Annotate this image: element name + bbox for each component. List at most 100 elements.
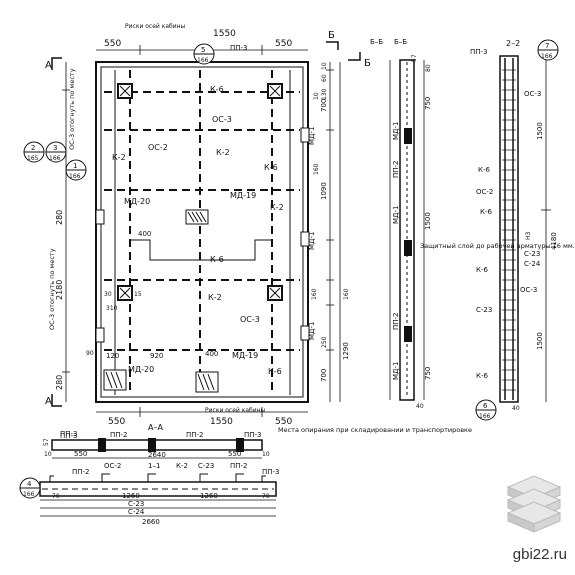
- svg-text:Защитный слой до рабочей армат: Защитный слой до рабочей арматуры 16 мм.: [420, 242, 575, 250]
- label-k-6-d: К-6: [268, 367, 282, 376]
- s22-label-k6-d: К-6: [476, 372, 488, 380]
- dim-right-small-1: 10: [313, 92, 320, 100]
- s22-label-k6-b: К-6: [480, 208, 492, 216]
- gbi22-logo-icon: [506, 475, 562, 533]
- s22-label-c23-b: С-23: [476, 306, 492, 314]
- bb-vdim-1: 57: [411, 54, 418, 62]
- label-os-3-b: ОС-3: [240, 315, 260, 324]
- left-note-1: ОС-3 отогнуть по месту: [68, 68, 76, 150]
- svg-text:2: 2: [31, 144, 35, 152]
- label-k-2-d: К-2: [208, 293, 222, 302]
- left-note-2: ОС-3 отогнуть по месту: [48, 248, 56, 330]
- s22-label-os3-b: ОС-3: [520, 286, 537, 294]
- aa-dim-1: 10: [44, 451, 52, 458]
- section-22: 2–2 ПП-3 ОС-3 К-6 ОС-2 К-6 С-23 С-24 ОС-…: [420, 39, 575, 421]
- label-md-19-b: МД-19: [232, 351, 258, 360]
- dim-top-mid: 1550: [213, 29, 236, 39]
- svg-text:4: 4: [27, 480, 32, 488]
- s22-label-c24: С-24: [524, 260, 541, 268]
- aa-dim-4: 550: [228, 450, 241, 458]
- svg-text:166: 166: [541, 53, 553, 60]
- inner-dim-2: 920: [150, 352, 163, 360]
- s22-label-k6-c: К-6: [476, 266, 488, 274]
- aa-bottom-label-1: ПП-2: [72, 468, 90, 476]
- dim-right-small-2: 160: [313, 163, 320, 175]
- section-mark-b-right: Б: [348, 52, 371, 69]
- dim-right-7: 250: [321, 336, 328, 348]
- inner-dim-10: 1290: [342, 342, 350, 360]
- svg-text:5: 5: [201, 46, 205, 54]
- aa-bottom-label-3: 1–1: [148, 462, 160, 470]
- section-letter: Б: [364, 58, 371, 69]
- section-22-title: 2–2: [506, 39, 520, 48]
- label-k-6-a: К-6: [210, 85, 224, 94]
- section-bb-title: Б–Б: [394, 38, 407, 46]
- aa-dim-2: 550: [74, 450, 87, 458]
- s22-dim-n3: Н3: [525, 231, 532, 240]
- inner-dim-7: 15: [134, 291, 142, 298]
- label-pp-3-bottom: ПП-3: [60, 430, 78, 438]
- ref-circle-3-166: 3 166: [45, 141, 67, 163]
- section-mark-b-top: Б: [326, 30, 339, 50]
- aa-rebar-1: С-23: [128, 500, 144, 508]
- label-md-19-a: МД-19: [230, 191, 256, 200]
- bb-label-3: МД-1: [392, 206, 400, 225]
- bb-dim-1: 80: [425, 64, 432, 72]
- label-md-20-b: МД-20: [128, 365, 154, 374]
- bb-vdim-4: 750: [424, 367, 432, 380]
- dim-right-3: 130: [321, 88, 328, 100]
- aa-dim-5: 10: [262, 451, 270, 458]
- inner-dim-3: 400: [205, 350, 218, 358]
- dim-left-bottom: 280: [55, 375, 64, 390]
- label-k-6-b: К-6: [264, 163, 278, 172]
- aa-bottom-label-6: ПП-2: [230, 462, 248, 470]
- label-os-3-a: ОС-3: [212, 115, 232, 124]
- bb-dim-3: 1500: [424, 212, 432, 230]
- aa-top-label-2: ПП-2: [110, 431, 128, 439]
- bb-dim-2: 750: [424, 97, 432, 110]
- plate-left-top: [95, 209, 105, 225]
- svg-text:6: 6: [483, 402, 488, 410]
- plate-md-1-low: [300, 325, 310, 341]
- dim-right-1: 10: [321, 62, 328, 70]
- dim-left-top: 280: [55, 210, 64, 225]
- plate-md-19-top: [185, 209, 209, 225]
- inner-lines: [114, 70, 291, 395]
- ref-circle-2-165: 2 165: [23, 141, 45, 163]
- svg-text:166: 166: [49, 155, 61, 162]
- inner-dim-6: 30: [104, 291, 112, 298]
- dim-bottom-right: 550: [275, 417, 292, 427]
- s22-dim-1500-b: 1500: [536, 332, 544, 350]
- dim-right-8: 700: [320, 369, 328, 382]
- bb-dim-4: 40: [416, 403, 424, 410]
- s22-dim-4180: 4180: [550, 232, 558, 250]
- aa-bottom-label-5: С-23: [198, 462, 214, 470]
- section-letter: А: [45, 60, 52, 71]
- plate-left-low: [95, 327, 105, 343]
- aa-bottom-label-4: К-2: [176, 462, 188, 470]
- label-k-2-c: К-2: [270, 203, 284, 212]
- aa-dim-6: 70: [52, 493, 60, 500]
- s22-dim-40: 40: [512, 405, 520, 412]
- dim-bottom-mid: 1550: [210, 417, 233, 427]
- dim-right-2: 60: [321, 74, 328, 82]
- ref-circle-6-166: 6 166: [475, 399, 497, 421]
- plate-md-1-top: [300, 127, 310, 143]
- svg-text:166: 166: [197, 57, 209, 64]
- aa-dim-8: 1260: [200, 492, 218, 500]
- section-aa: ПП-3 ПП-2 ПП-2 ПП-3 10 550 2640 550 10 5…: [19, 431, 280, 526]
- dim-bottom-left: 550: [108, 417, 125, 427]
- bb-label-1: ПП-2: [392, 160, 400, 178]
- inner-dim-1: 400: [138, 230, 151, 238]
- aa-dim-10: 2660: [142, 518, 160, 526]
- aa-top-label-4: ПП-3: [244, 431, 262, 439]
- callout-top: Риски осей кабины: [125, 23, 186, 30]
- svg-text:166: 166: [23, 491, 35, 498]
- dim-top-left: 550: [104, 39, 121, 49]
- callout-bottom: Риски осей кабины: [205, 407, 266, 414]
- section-mark-a-top: А: [45, 57, 62, 71]
- cut-label-bottom: А–А: [148, 423, 163, 432]
- aa-top-label-1: ПП-3: [60, 432, 78, 440]
- plate-md-20-bottom: [103, 369, 127, 391]
